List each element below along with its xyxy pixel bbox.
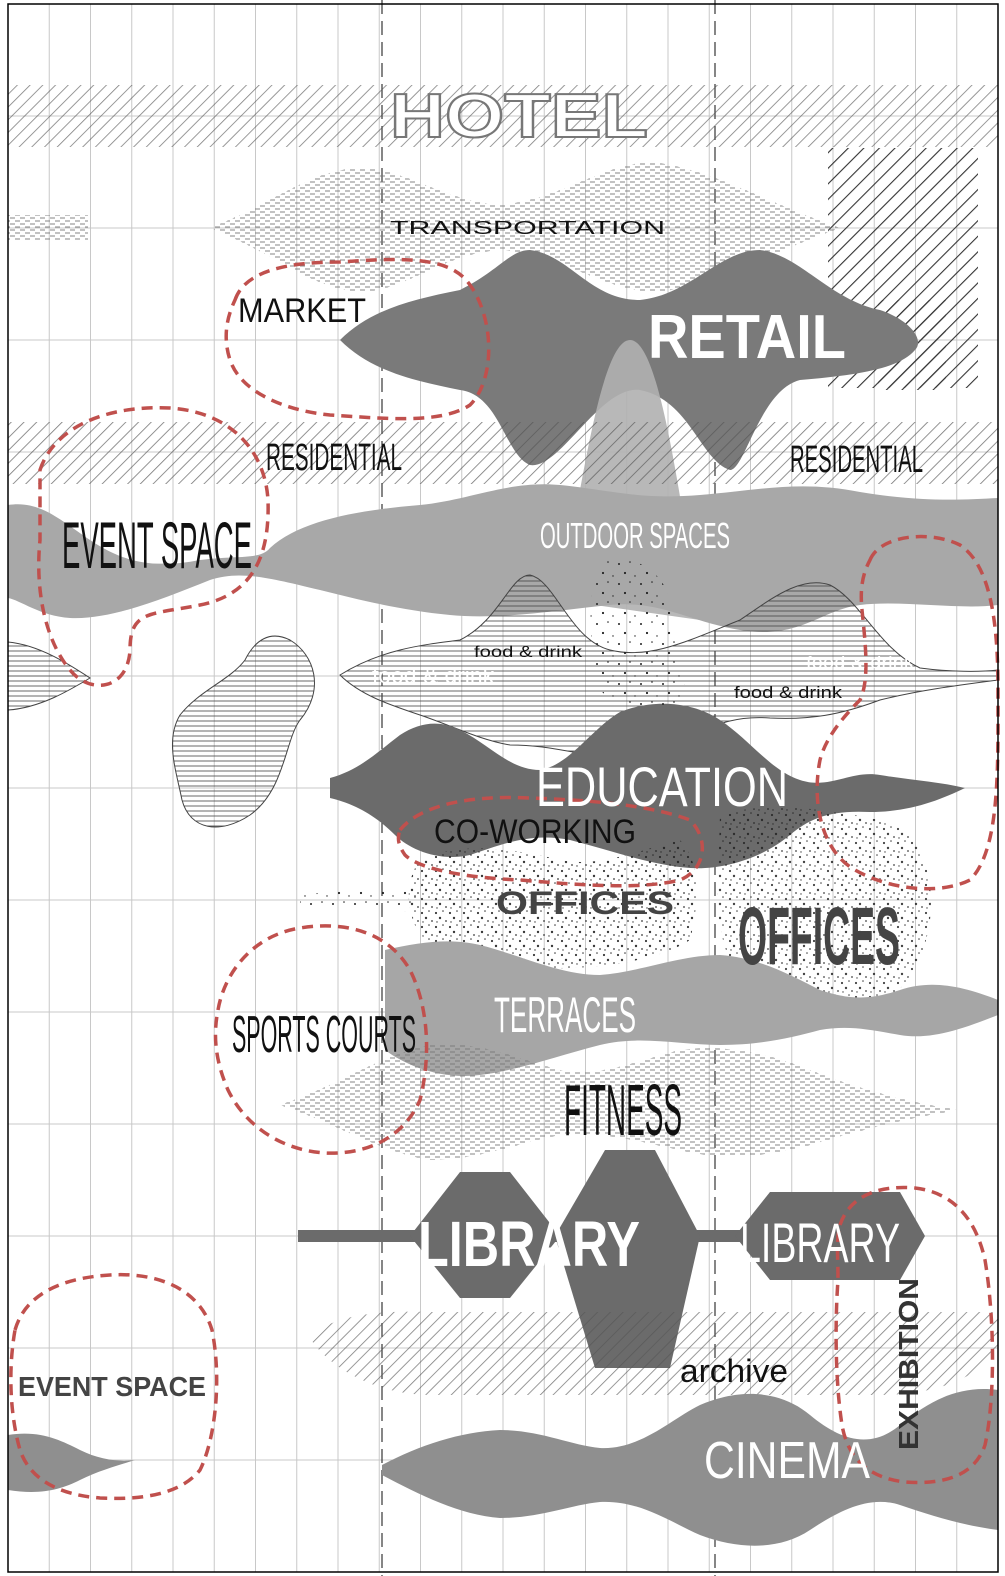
- label-fitness: FITNESS: [564, 1071, 682, 1151]
- education-shape: [330, 703, 965, 869]
- left-wavy-blob: [171, 635, 315, 828]
- label-cinema: CINEMA: [704, 1432, 870, 1490]
- cinema-shape: [382, 1389, 998, 1546]
- label-offices-large: OFFICES: [738, 891, 900, 982]
- label-education: EDUCATION: [536, 755, 788, 818]
- label-offices-small: OFFICES: [496, 885, 674, 921]
- label-event-space-bottom: EVENT SPACE: [18, 1371, 206, 1402]
- label-exhibition: EXHIBITION: [893, 1278, 924, 1450]
- label-residential-left: RESIDENTIAL: [266, 437, 402, 479]
- event-space-zone-bottom: [9, 1272, 219, 1501]
- sports-courts-zone: [213, 924, 429, 1155]
- event-space-zone-top: [37, 405, 270, 687]
- offices-stipple-center: [408, 840, 697, 969]
- label-archive: archive: [680, 1353, 788, 1389]
- label-food-drink-1: food & drink: [474, 644, 583, 661]
- transportation-band-left: [8, 215, 88, 240]
- frame-border: [7, 3, 999, 1573]
- library-hexagon-left: [410, 1172, 560, 1298]
- terraces-shape: [385, 941, 998, 1076]
- label-food-drink-2: food & drink: [372, 663, 495, 688]
- label-transportation: TRANSPORTATION: [390, 218, 665, 238]
- label-event-space-top: EVENT SPACE: [62, 508, 252, 582]
- offices-stipple-right: [717, 807, 931, 1007]
- outdoor-stipple: [590, 558, 690, 709]
- exhibition-zone-lower: [834, 1185, 995, 1485]
- fitness-shape: [280, 1044, 960, 1160]
- label-library-right: LIBRARY: [740, 1211, 900, 1274]
- archive-band: [310, 1311, 998, 1395]
- hotel-band: [8, 85, 998, 147]
- event-space-bottom-shape: [8, 1433, 135, 1492]
- label-outdoor-spaces: OUTDOOR SPACES: [540, 515, 730, 556]
- label-market: MARKET: [238, 292, 366, 330]
- label-co-working: CO-WORKING: [434, 813, 636, 851]
- label-hotel: HOTEL: [390, 82, 648, 151]
- market-zone: [224, 257, 491, 421]
- label-terraces: TERRACES: [494, 987, 636, 1043]
- exhibition-zone-upper: [815, 534, 1000, 891]
- label-residential-right: RESIDENTIAL: [790, 439, 923, 481]
- residential-band: [8, 422, 998, 484]
- outdoor-spaces-shape: [8, 484, 998, 633]
- library-hexagon-right: [735, 1192, 925, 1280]
- co-working-zone: [396, 795, 705, 888]
- label-food-drink-3: food & drink: [806, 653, 915, 672]
- offices-stipple-line: [300, 889, 420, 912]
- label-sports-courts: SPORTS COURTS: [232, 1006, 416, 1064]
- red-dashed-zones: [9, 257, 1000, 1501]
- label-retail: RETAIL: [648, 303, 846, 372]
- left-horizontal-blob: [7, 641, 91, 711]
- label-food-drink-4: food & drink: [734, 683, 843, 702]
- label-library-left: LIBRARY: [418, 1208, 640, 1280]
